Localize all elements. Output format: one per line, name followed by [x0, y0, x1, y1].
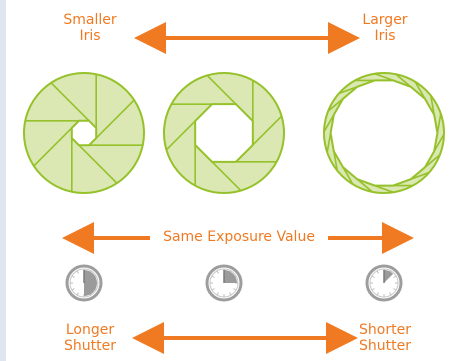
shorter-shutter-label-line1: Shorter [359, 322, 411, 338]
smaller-iris-label-line2: Iris [79, 28, 101, 44]
larger-iris-label-line2: Iris [374, 28, 396, 44]
larger-iris-label-line1: Larger [362, 12, 408, 28]
smaller-iris-label-line1: Smaller [63, 12, 117, 28]
longer-shutter-label: Longer Shutter [60, 322, 120, 354]
left-frame-edge [0, 0, 6, 361]
medium-shutter-dial-icon [205, 264, 243, 302]
shorter-shutter-label-line2: Shutter [359, 338, 411, 354]
longer-shutter-label-line1: Longer [65, 322, 115, 338]
smaller-iris-label: Smaller Iris [60, 12, 120, 44]
medium-aperture-icon [163, 72, 285, 194]
shorter-shutter-label: Shorter Shutter [355, 322, 415, 354]
small-aperture-icon [23, 72, 145, 194]
same-exposure-label: Same Exposure Value [163, 229, 315, 245]
large-aperture-icon [323, 72, 445, 194]
long-shutter-dial-icon [65, 264, 103, 302]
longer-shutter-label-line2: Shutter [64, 338, 116, 354]
larger-iris-label: Larger Iris [355, 12, 415, 44]
short-shutter-dial-icon [365, 264, 403, 302]
